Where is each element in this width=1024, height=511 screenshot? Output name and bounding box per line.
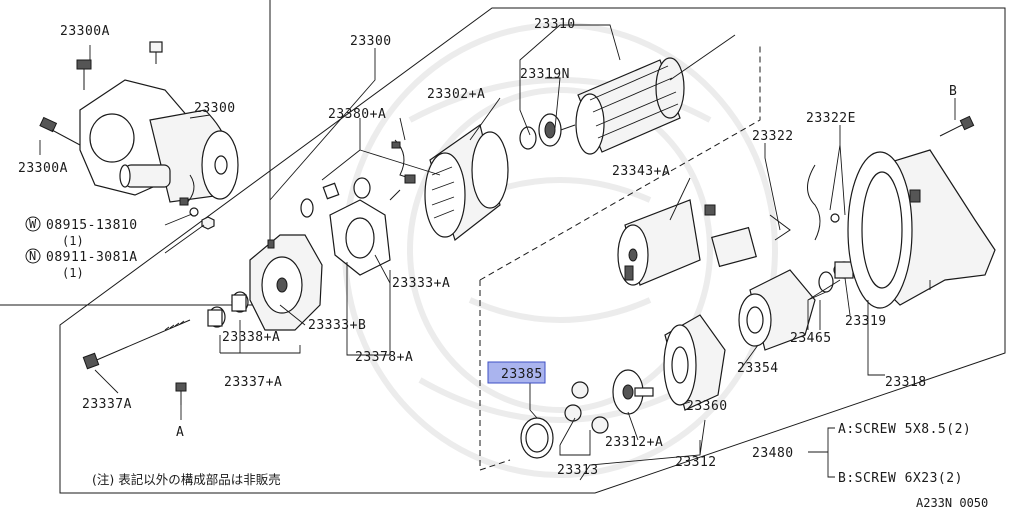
cover-plate-part	[329, 199, 391, 276]
label-ring-set: 23465	[790, 331, 832, 346]
label-pinion-gears: 23313	[557, 463, 599, 478]
label-clutch-housing: 23360	[686, 399, 728, 414]
label-solenoid: 23343+A	[612, 164, 670, 179]
front-housing-part	[847, 149, 996, 309]
label-assembly: 23300	[350, 34, 392, 49]
rear-cover-part	[249, 234, 323, 331]
label-washer-code: W	[29, 217, 37, 231]
main-parts	[82, 34, 996, 459]
through-bolt-part	[82, 319, 191, 370]
inset-bolt-top-icon	[76, 59, 92, 90]
inset-bracket-hole	[89, 113, 135, 163]
yoke-part	[424, 124, 509, 242]
inset-stud-icon	[149, 41, 163, 64]
label-overrunning: 23354	[737, 361, 779, 376]
dashed-boundary-top	[479, 45, 761, 281]
washer-code-circle-icon	[25, 216, 41, 232]
label-brush-holder-set: 23380+A	[328, 107, 386, 122]
label-cover-a: 23333+A	[392, 276, 450, 291]
label-nut-part: 08911-3081A	[46, 250, 138, 265]
diagram-code: A233N 0050	[916, 496, 988, 510]
label-bearing: 23319N	[520, 67, 570, 82]
label-cover-b: 23333+B	[308, 318, 366, 333]
label-armature: 23310	[534, 17, 576, 32]
label-bushing-a: 23338+A	[222, 330, 280, 345]
label-23300A-bracket: 23300A	[60, 24, 110, 39]
label-screw-a: A	[176, 425, 184, 440]
armature-part	[554, 34, 736, 155]
label-through-bolt: 23337A	[82, 397, 132, 412]
brush-holder-part	[300, 139, 416, 218]
inset-labels: 23300A 23300A 23300 W 08915-13810 (1) N …	[18, 24, 236, 280]
bearing-part	[519, 113, 562, 150]
label-washer-ring[interactable]: 23385	[501, 367, 543, 382]
label-clutch-set: 23312	[675, 455, 717, 470]
inset-solenoid	[124, 164, 171, 188]
label-nut-qty: (1)	[62, 266, 84, 280]
clutch-housing-part	[663, 314, 726, 411]
label-screw-b: B	[949, 84, 957, 99]
leader-lines	[94, 24, 956, 481]
label-nut-code: N	[29, 249, 36, 263]
label-gear-shaft: 23312+A	[605, 435, 663, 450]
footnote-text: (注) 表記以外の構成部品は非販売	[92, 472, 281, 487]
main-frame	[59, 7, 1006, 494]
brush-spring-part	[711, 164, 840, 268]
label-screw-set: 23480	[752, 446, 794, 461]
label-pinion-stop: 23322E	[806, 111, 856, 126]
overrunning-clutch-part	[738, 269, 816, 351]
screw-b-part	[939, 115, 975, 137]
highlight-box[interactable]	[487, 361, 546, 384]
inset-bolt-left-icon	[39, 116, 81, 146]
label-washer-qty: (1)	[62, 234, 84, 248]
bushing-part	[207, 291, 249, 328]
main-labels: 23300 23310 23319N 23302+A 23380+A 23322…	[82, 17, 988, 510]
label-screw-spec-b: B:SCREW 6X23(2)	[838, 471, 963, 486]
inset-nut-icon	[201, 216, 215, 230]
label-yoke: 23302+A	[427, 87, 485, 102]
pinion-gears-part	[564, 381, 609, 434]
label-screw-spec-a: A:SCREW 5X8.5(2)	[838, 422, 971, 437]
dashed-boundary-bottom	[479, 459, 511, 471]
solenoid-part	[617, 199, 716, 286]
label-brush-spring: 23322	[752, 129, 794, 144]
label-sleeve: 23319	[845, 314, 887, 329]
label-front-housing: 23318	[885, 375, 927, 390]
label-bushing-set: 23337+A	[224, 375, 282, 390]
label-23300A-bolt: 23300A	[18, 161, 68, 176]
inset-starter-assembly	[39, 41, 239, 254]
label-cover-set: 23378+A	[355, 350, 413, 365]
nut-code-circle-icon	[25, 248, 41, 264]
screw-a-part	[175, 382, 187, 405]
ring-parts	[818, 261, 855, 293]
gear-carrier-part	[612, 369, 654, 415]
label-inset-23300: 23300	[194, 101, 236, 116]
label-washer-part: 08915-13810	[46, 218, 138, 233]
inset-terminal	[179, 197, 189, 206]
